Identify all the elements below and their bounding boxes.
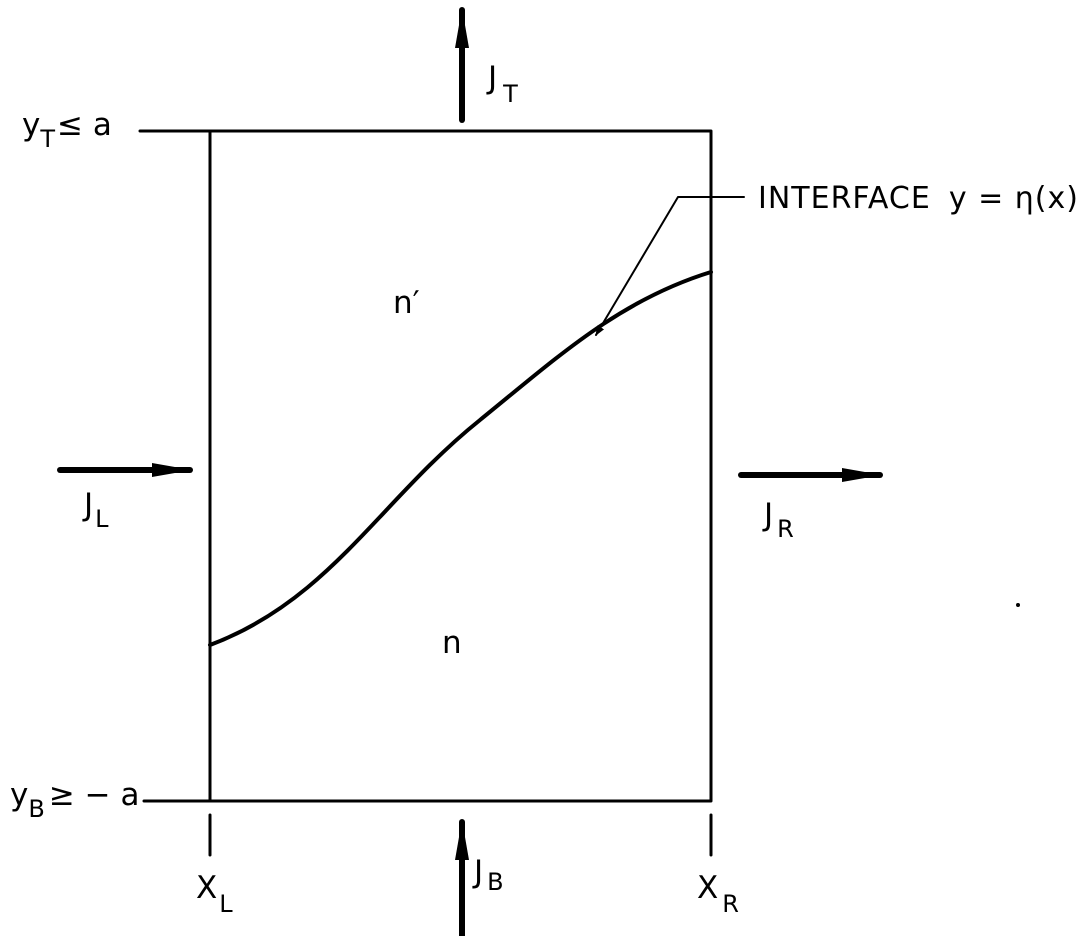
- flux-left-label: JL: [82, 487, 109, 533]
- interface-leader: [595, 196, 745, 336]
- top-bound-label: yT≤ a: [22, 107, 112, 153]
- lower-region-label: n: [442, 625, 462, 661]
- left-bound-label: XL: [196, 870, 233, 918]
- interface-curve: [208, 270, 713, 647]
- domain-box: [208, 129, 713, 803]
- upper-region-label: n′: [393, 285, 420, 321]
- scan-speck: [1016, 603, 1020, 607]
- bottom-bound-label: yB≥ − a: [10, 777, 139, 823]
